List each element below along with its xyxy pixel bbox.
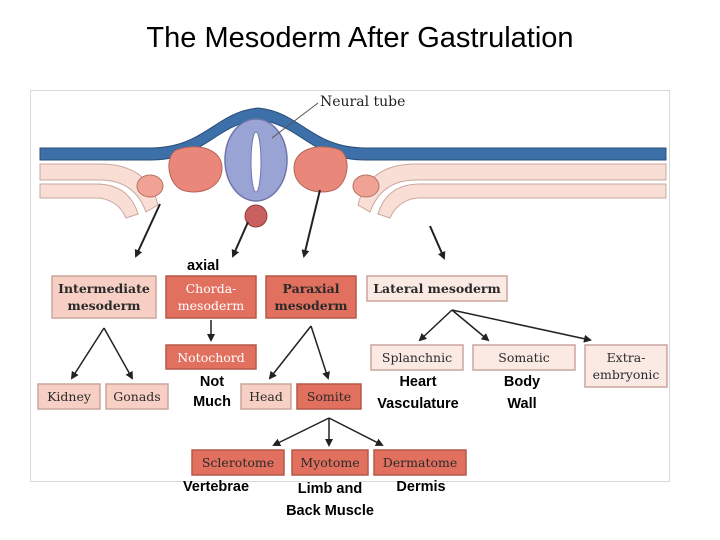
arrow-to-lateral	[429, 225, 446, 260]
box-sclerotome: Sclerotome	[191, 449, 285, 476]
annotation-heart: Heart	[399, 374, 436, 390]
box-intermediate-line2: mesoderm	[67, 298, 140, 313]
connector-paraxial-somite	[310, 325, 330, 380]
connectors	[70, 309, 592, 447]
box-somite: Somite	[296, 383, 362, 410]
neural-canal	[250, 131, 262, 193]
lateral-plate-right	[357, 163, 667, 213]
box-chorda-line2: mesoderm	[178, 298, 245, 313]
box-myotome-label: Myotome	[300, 455, 359, 470]
connector-somite-sclerotome	[272, 417, 330, 446]
box-gonads-label: Gonads	[113, 389, 160, 404]
arrow-to-paraxial	[301, 189, 321, 258]
connector-intermediate-gonads	[103, 327, 133, 380]
lateral-plate-right-inner	[377, 183, 667, 219]
connector-intermediate-kidney	[70, 327, 105, 380]
annotation-wall: Wall	[507, 396, 536, 412]
slide-title: The Mesoderm After Gastrulation	[146, 22, 574, 54]
connector-lateral-extra	[451, 309, 592, 343]
box-kidney: Kidney	[37, 383, 101, 410]
annotation-limb-and: Limb and	[298, 481, 362, 497]
lateral-plate-left	[39, 163, 159, 213]
box-somite-label: Somite	[307, 389, 351, 404]
box-somatic-label: Somatic	[498, 350, 549, 365]
box-head: Head	[240, 383, 292, 410]
intermediate-mesoderm-right	[352, 174, 380, 198]
ectoderm-layer	[39, 107, 667, 161]
lateral-plate-left-inner	[39, 183, 139, 219]
annotation-back-muscle: Back Muscle	[286, 503, 374, 519]
box-lateral-label: Lateral mesoderm	[373, 281, 500, 296]
box-paraxial-line1: Paraxial	[283, 281, 340, 296]
connector-somite-dermatome	[328, 417, 384, 446]
box-splanchnic: Splanchnic	[370, 344, 464, 371]
annotation-much: Much	[193, 394, 231, 410]
slide-annotations: axial Not Much Heart Vasculature Body Wa…	[183, 258, 540, 519]
box-paraxial-line2: mesoderm	[274, 298, 347, 313]
embryo-cross-section: Neural tube	[39, 94, 667, 228]
annotation-body: Body	[504, 374, 540, 390]
box-splanchnic-label: Splanchnic	[382, 350, 452, 365]
box-myotome: Myotome	[291, 449, 369, 476]
box-extraembryonic-line2: embryonic	[593, 367, 660, 382]
annotation-vertebrae: Vertebrae	[183, 479, 249, 495]
box-intermediate-mesoderm: Intermediate mesoderm	[51, 275, 157, 319]
connector-lateral-splanchnic	[418, 309, 453, 342]
arrow-to-chorda	[231, 221, 249, 258]
somite-right	[293, 146, 348, 193]
somite-left	[168, 146, 223, 193]
annotation-not: Not	[200, 374, 224, 390]
box-chorda-line1: Chorda-	[186, 281, 237, 296]
box-head-label: Head	[249, 389, 283, 404]
embryo-arrows	[134, 189, 446, 260]
box-gonads: Gonads	[105, 383, 169, 410]
box-extraembryonic: Extra- embryonic	[584, 344, 668, 388]
box-lateral-mesoderm: Lateral mesoderm	[366, 275, 508, 302]
box-dermatome: Dermatome	[373, 449, 467, 476]
annotation-dermis: Dermis	[396, 479, 445, 495]
intermediate-mesoderm-left	[136, 174, 164, 198]
box-chorda-mesoderm: Chorda- mesoderm	[165, 275, 257, 319]
box-somatic: Somatic	[472, 344, 576, 371]
box-notochord: Notochord	[165, 344, 257, 370]
connector-lateral-somatic	[451, 309, 490, 342]
box-notochord-label: Notochord	[177, 350, 245, 365]
annotation-axial: axial	[187, 258, 219, 274]
notochord-circle	[244, 204, 268, 228]
box-sclerotome-label: Sclerotome	[202, 455, 274, 470]
box-extraembryonic-line1: Extra-	[607, 350, 646, 365]
connector-paraxial-head	[268, 325, 312, 380]
annotation-vasculature: Vasculature	[377, 396, 458, 412]
box-dermatome-label: Dermatome	[383, 455, 458, 470]
arrow-to-intermediate	[134, 203, 161, 258]
neural-tube-label: Neural tube	[320, 94, 405, 110]
box-paraxial-mesoderm: Paraxial mesoderm	[265, 275, 357, 319]
neural-tube-leader	[271, 102, 319, 139]
box-kidney-label: Kidney	[47, 389, 92, 404]
box-intermediate-line1: Intermediate	[58, 281, 150, 296]
